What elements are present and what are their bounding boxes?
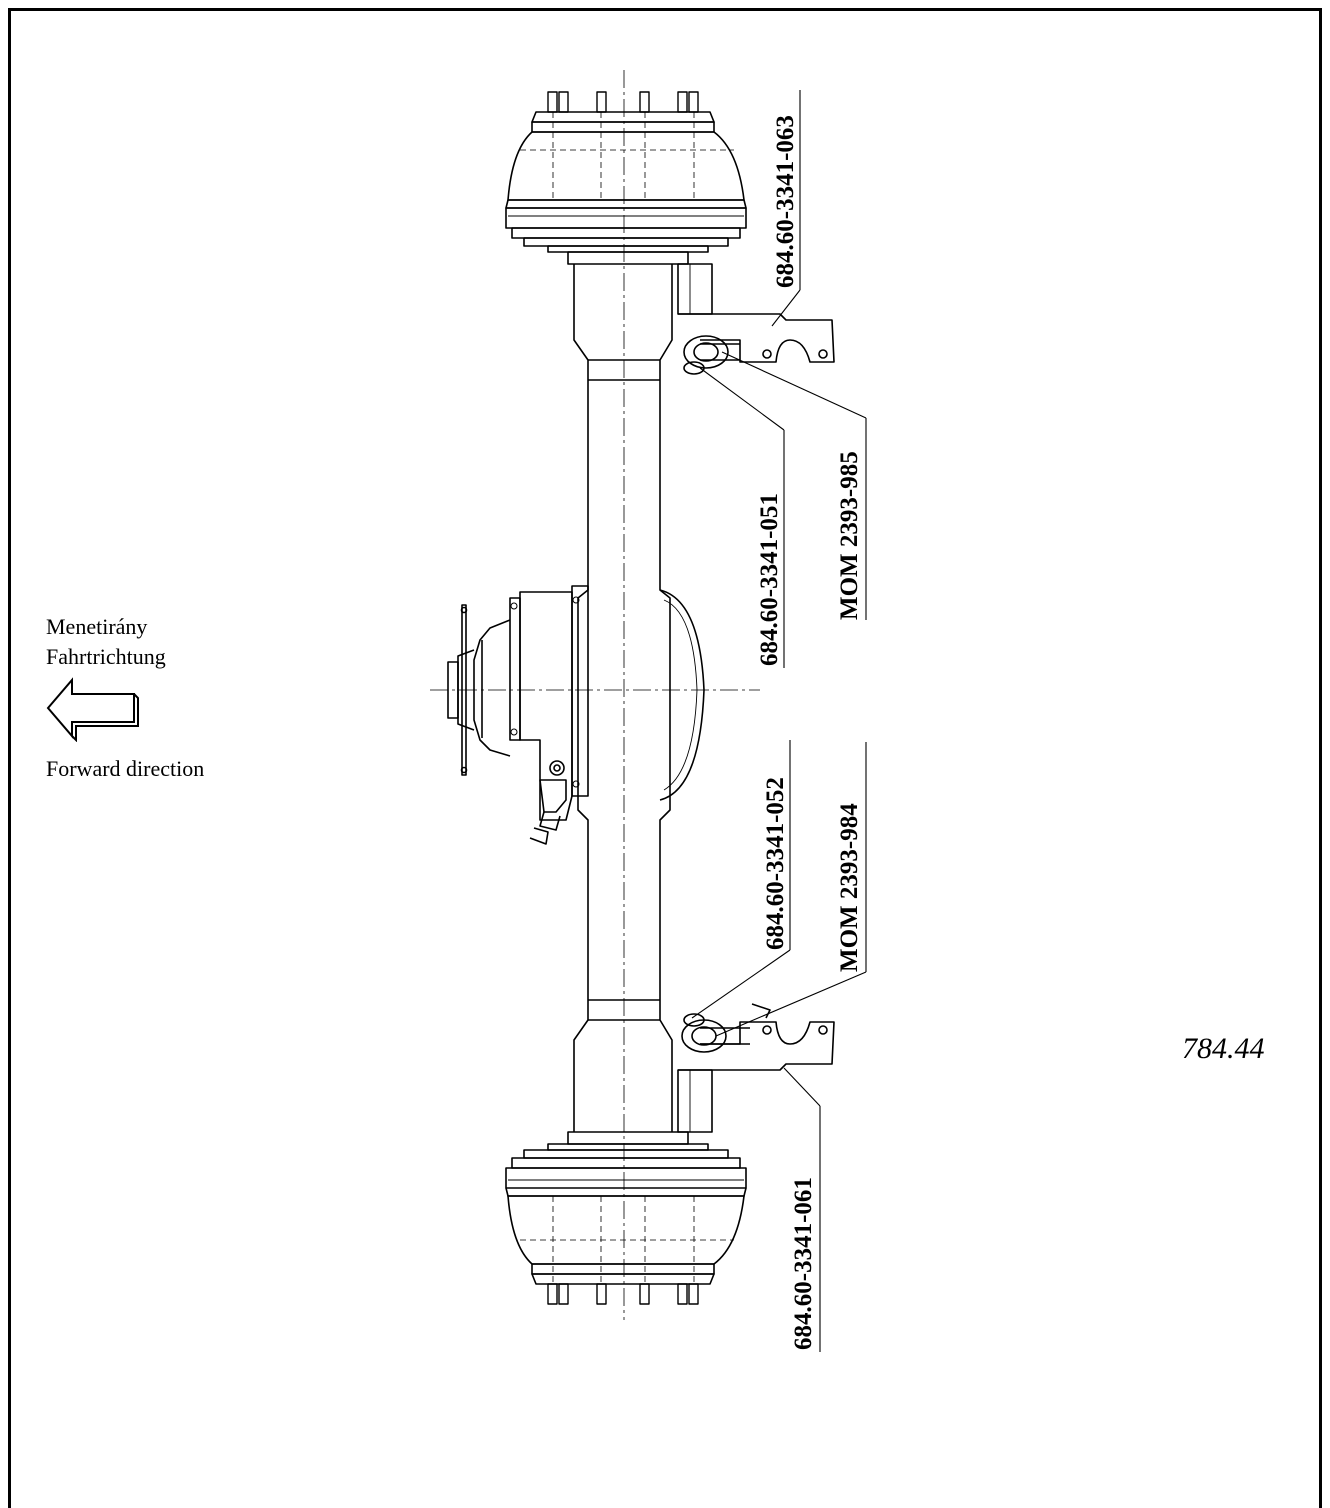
part-label-bottom-bolt: 684.60-3341-052 [762, 777, 789, 950]
direction-label-en: Forward direction [46, 756, 205, 781]
leader-lines [691, 90, 867, 1352]
direction-label-hu: Menetirány [46, 614, 148, 639]
drawing-frame [8, 8, 1322, 1508]
bottom-hub [505, 1131, 747, 1305]
part-label-top-bracket: 684.60-3341-063 [772, 115, 799, 288]
part-label-bottom-bracket: 684.60-3341-061 [790, 1177, 817, 1350]
direction-label-de: Fahrtrichtung [46, 644, 166, 669]
top-hub [505, 91, 747, 265]
part-label-top-mom: MOM 2393-985 [836, 451, 863, 620]
top-bracket [677, 263, 835, 375]
part-label-top-bolt: 684.60-3341-051 [756, 493, 783, 666]
part-label-bottom-mom: MOM 2393-984 [836, 803, 863, 972]
axle-beam [430, 70, 760, 1320]
drawing-number: 784.44 [1182, 1032, 1265, 1065]
left-arrow-icon [46, 677, 139, 742]
differential [447, 585, 705, 845]
bottom-bracket [677, 1003, 835, 1133]
